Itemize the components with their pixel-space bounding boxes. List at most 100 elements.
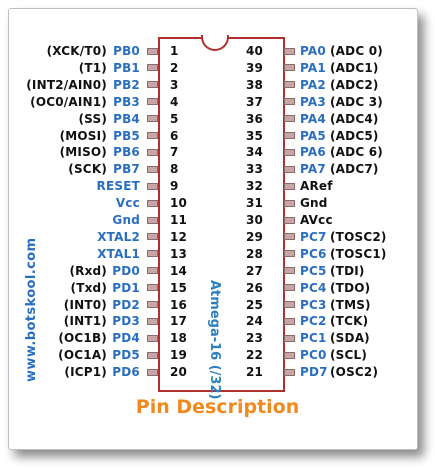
pin-stub bbox=[147, 284, 158, 292]
pin-stub bbox=[284, 182, 295, 190]
pin-alt-function: (TDO) bbox=[330, 280, 371, 295]
pin-number: 19 bbox=[170, 348, 188, 363]
pin-name: PC5 bbox=[300, 263, 327, 278]
pin-number: 8 bbox=[170, 162, 179, 177]
pin-number: 7 bbox=[170, 145, 179, 160]
pin-alt-function: (ADC5) bbox=[330, 128, 379, 143]
pin-alt-function: (INT0) bbox=[63, 297, 107, 312]
pin-alt-function: (MOSI) bbox=[59, 128, 107, 143]
pin-number: 21 bbox=[246, 365, 264, 380]
pin-stub bbox=[147, 64, 158, 72]
pin-stub bbox=[284, 165, 295, 173]
pin-stub bbox=[147, 317, 158, 325]
pin-alt-function: (TOSC1) bbox=[330, 246, 387, 261]
pin-stub bbox=[284, 233, 295, 241]
pin-name: PC7 bbox=[300, 229, 327, 244]
pin-stub bbox=[147, 132, 158, 139]
pin-number: 33 bbox=[246, 162, 264, 177]
pin-name: PC1 bbox=[300, 331, 327, 346]
pin-stub bbox=[147, 301, 158, 308]
pin-name: Gnd bbox=[300, 196, 328, 211]
pin-name: PA1 bbox=[300, 60, 326, 75]
pin-alt-function: (Txd) bbox=[70, 280, 107, 295]
pin-name: XTAL2 bbox=[97, 229, 140, 244]
pin-stub bbox=[147, 199, 158, 207]
pin-stub bbox=[284, 148, 295, 156]
pin-stub bbox=[284, 98, 295, 106]
pin-alt-function: (INT1) bbox=[63, 314, 107, 329]
pin-name: PA2 bbox=[300, 77, 326, 92]
pin-number: 12 bbox=[170, 229, 188, 244]
pin-stub bbox=[284, 132, 295, 139]
pin-alt-function: (OC1B) bbox=[58, 331, 107, 346]
pin-name: RESET bbox=[96, 179, 140, 194]
pin-alt-function: (OC0/AIN1) bbox=[30, 94, 107, 109]
pin-stub bbox=[147, 98, 158, 106]
pin-number: 40 bbox=[246, 44, 264, 58]
pin-name: PB2 bbox=[113, 77, 140, 92]
pin-alt-function: (TMS) bbox=[330, 297, 371, 312]
pin-stub bbox=[147, 47, 158, 55]
pin-alt-function: (ADC 0) bbox=[330, 44, 383, 58]
pin-alt-function: (TOSC2) bbox=[330, 229, 387, 244]
pin-number: 4 bbox=[170, 94, 179, 109]
pin-name: PA3 bbox=[300, 94, 326, 109]
pin-stub bbox=[284, 284, 295, 292]
pin-number: 3 bbox=[170, 77, 179, 92]
pin-alt-function: (ADC2) bbox=[330, 77, 379, 92]
pin-number: 32 bbox=[246, 179, 264, 194]
chip-name: Atmega-16 (/32) bbox=[207, 280, 222, 400]
pin-alt-function: (XCK/T0) bbox=[46, 44, 107, 58]
pin-number: 37 bbox=[246, 94, 264, 109]
pin-alt-function: (SDA) bbox=[330, 331, 370, 346]
pin-number: 27 bbox=[246, 263, 264, 278]
pin-number: 38 bbox=[246, 77, 264, 92]
pin-alt-function: (T1) bbox=[78, 60, 107, 75]
pin-number: 6 bbox=[170, 128, 179, 143]
pin-name: PB0 bbox=[113, 44, 140, 58]
pin-stub bbox=[147, 81, 158, 89]
pin-alt-function: (ADC1) bbox=[330, 60, 379, 75]
pin-name: PA7 bbox=[300, 162, 326, 177]
pin-stub bbox=[284, 64, 295, 72]
pin-name: PC4 bbox=[300, 280, 327, 295]
pin-alt-function: (MISO) bbox=[59, 145, 107, 160]
pin-number: 35 bbox=[246, 128, 264, 143]
pin-number: 25 bbox=[246, 297, 264, 312]
pin-stub bbox=[147, 250, 158, 258]
pin-number: 22 bbox=[246, 348, 264, 363]
pin-stub bbox=[284, 47, 295, 55]
caption: Pin Description bbox=[135, 396, 300, 418]
pin-number: 18 bbox=[170, 331, 188, 346]
pin-name: Vcc bbox=[115, 196, 140, 211]
pin-stub bbox=[284, 216, 295, 224]
pin-stub bbox=[147, 148, 158, 156]
pin-name: XTAL1 bbox=[97, 246, 140, 261]
pin-name: PD5 bbox=[112, 348, 140, 363]
pin-stub bbox=[147, 165, 158, 173]
pin-number: 10 bbox=[170, 196, 188, 211]
pin-stub bbox=[147, 233, 158, 241]
pin-name: PD3 bbox=[112, 314, 140, 329]
pin-name: PB6 bbox=[113, 145, 140, 160]
pin-number: 29 bbox=[246, 229, 264, 244]
pin-number: 30 bbox=[246, 213, 264, 227]
pin-number: 2 bbox=[170, 60, 179, 75]
pin-alt-function: (OC1A) bbox=[58, 348, 107, 363]
pin-name: PC3 bbox=[300, 297, 327, 312]
pin-number: 1 bbox=[170, 44, 179, 58]
pin-number: 15 bbox=[170, 280, 188, 295]
pin-stub bbox=[284, 301, 295, 308]
pin-number: 5 bbox=[170, 111, 179, 126]
pin-name: PA4 bbox=[300, 111, 326, 126]
pin-name: PA6 bbox=[300, 145, 326, 160]
pin-number: 13 bbox=[170, 246, 188, 261]
pin-number: 34 bbox=[246, 145, 264, 160]
pin-number: 20 bbox=[170, 365, 188, 380]
pin-name: AVcc bbox=[300, 213, 333, 227]
pin-alt-function: (TDI) bbox=[330, 263, 365, 278]
pin-name: PA5 bbox=[300, 128, 326, 143]
pin-alt-function: (Rxd) bbox=[69, 263, 107, 278]
pin-name: PB3 bbox=[113, 94, 140, 109]
website-label: www.botskool.com bbox=[24, 237, 39, 382]
